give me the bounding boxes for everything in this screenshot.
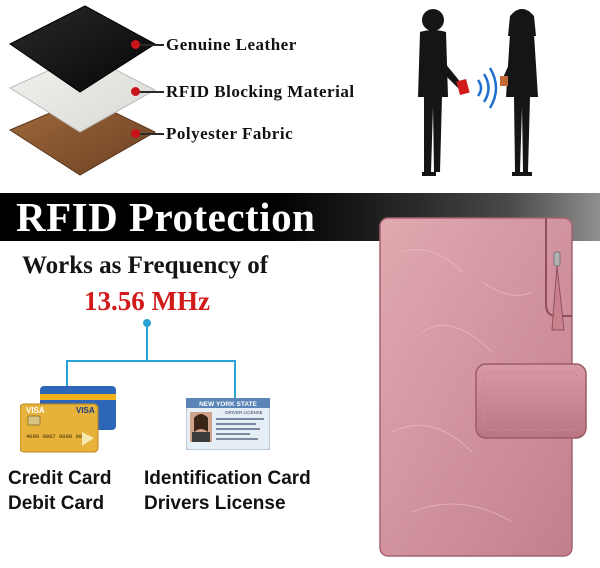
svg-text:VISA: VISA (76, 406, 95, 415)
connector-bar (66, 360, 236, 362)
man-silhouette (418, 9, 462, 176)
pink-wallet-image (379, 217, 587, 557)
leader-dot-leather (131, 40, 140, 49)
material-layers-illustration (8, 5, 157, 176)
leader-dot-fabric (131, 129, 140, 138)
people-silhouette-illustration (418, 9, 538, 176)
identification-card-title: Identification Card (144, 468, 311, 489)
drivers-license-title: Drivers License (144, 493, 286, 514)
connector-right (234, 360, 236, 400)
id-card-label: Identification Card Drivers License (144, 466, 311, 516)
rfid-protection-banner: RFID Protection (0, 193, 600, 241)
connector-stem (146, 323, 148, 361)
banner-title: RFID Protection (16, 194, 316, 240)
id-card-illustration: NEW YORK STATE DRIVER LICENSE (186, 398, 270, 450)
leader-line-fabric (136, 133, 164, 135)
leader-line-rfid (136, 91, 164, 93)
svg-text:DRIVER LICENSE: DRIVER LICENSE (225, 410, 263, 415)
woman-silhouette (502, 9, 538, 176)
layer-label-fabric: Polyester Fabric (166, 124, 294, 143)
connector-left (66, 360, 68, 402)
credit-card-title: Credit Card (8, 468, 112, 489)
credit-cards-illustration: VISA VISA 4000 0987 0000 0000 (20, 386, 116, 453)
frequency-heading: Works as Frequency of (22, 252, 269, 279)
layer-label-rfid: RFID Blocking Material (166, 82, 355, 101)
svg-text:NEW YORK STATE: NEW YORK STATE (199, 401, 257, 408)
svg-text:VISA: VISA (26, 406, 45, 415)
layer-label-leather: Genuine Leather (166, 35, 297, 54)
debit-card-title: Debit Card (8, 493, 105, 514)
red-card (456, 78, 470, 96)
svg-text:4000 0987 0000 0000: 4000 0987 0000 0000 (26, 433, 89, 440)
leader-line-leather (136, 44, 164, 46)
wifi-signal-icon (476, 67, 498, 109)
zipper-pull (551, 251, 565, 331)
credit-card-label: Credit Card Debit Card (8, 466, 111, 516)
leader-dot-rfid (131, 87, 140, 96)
frequency-value: 13.56 MHz (84, 286, 210, 316)
